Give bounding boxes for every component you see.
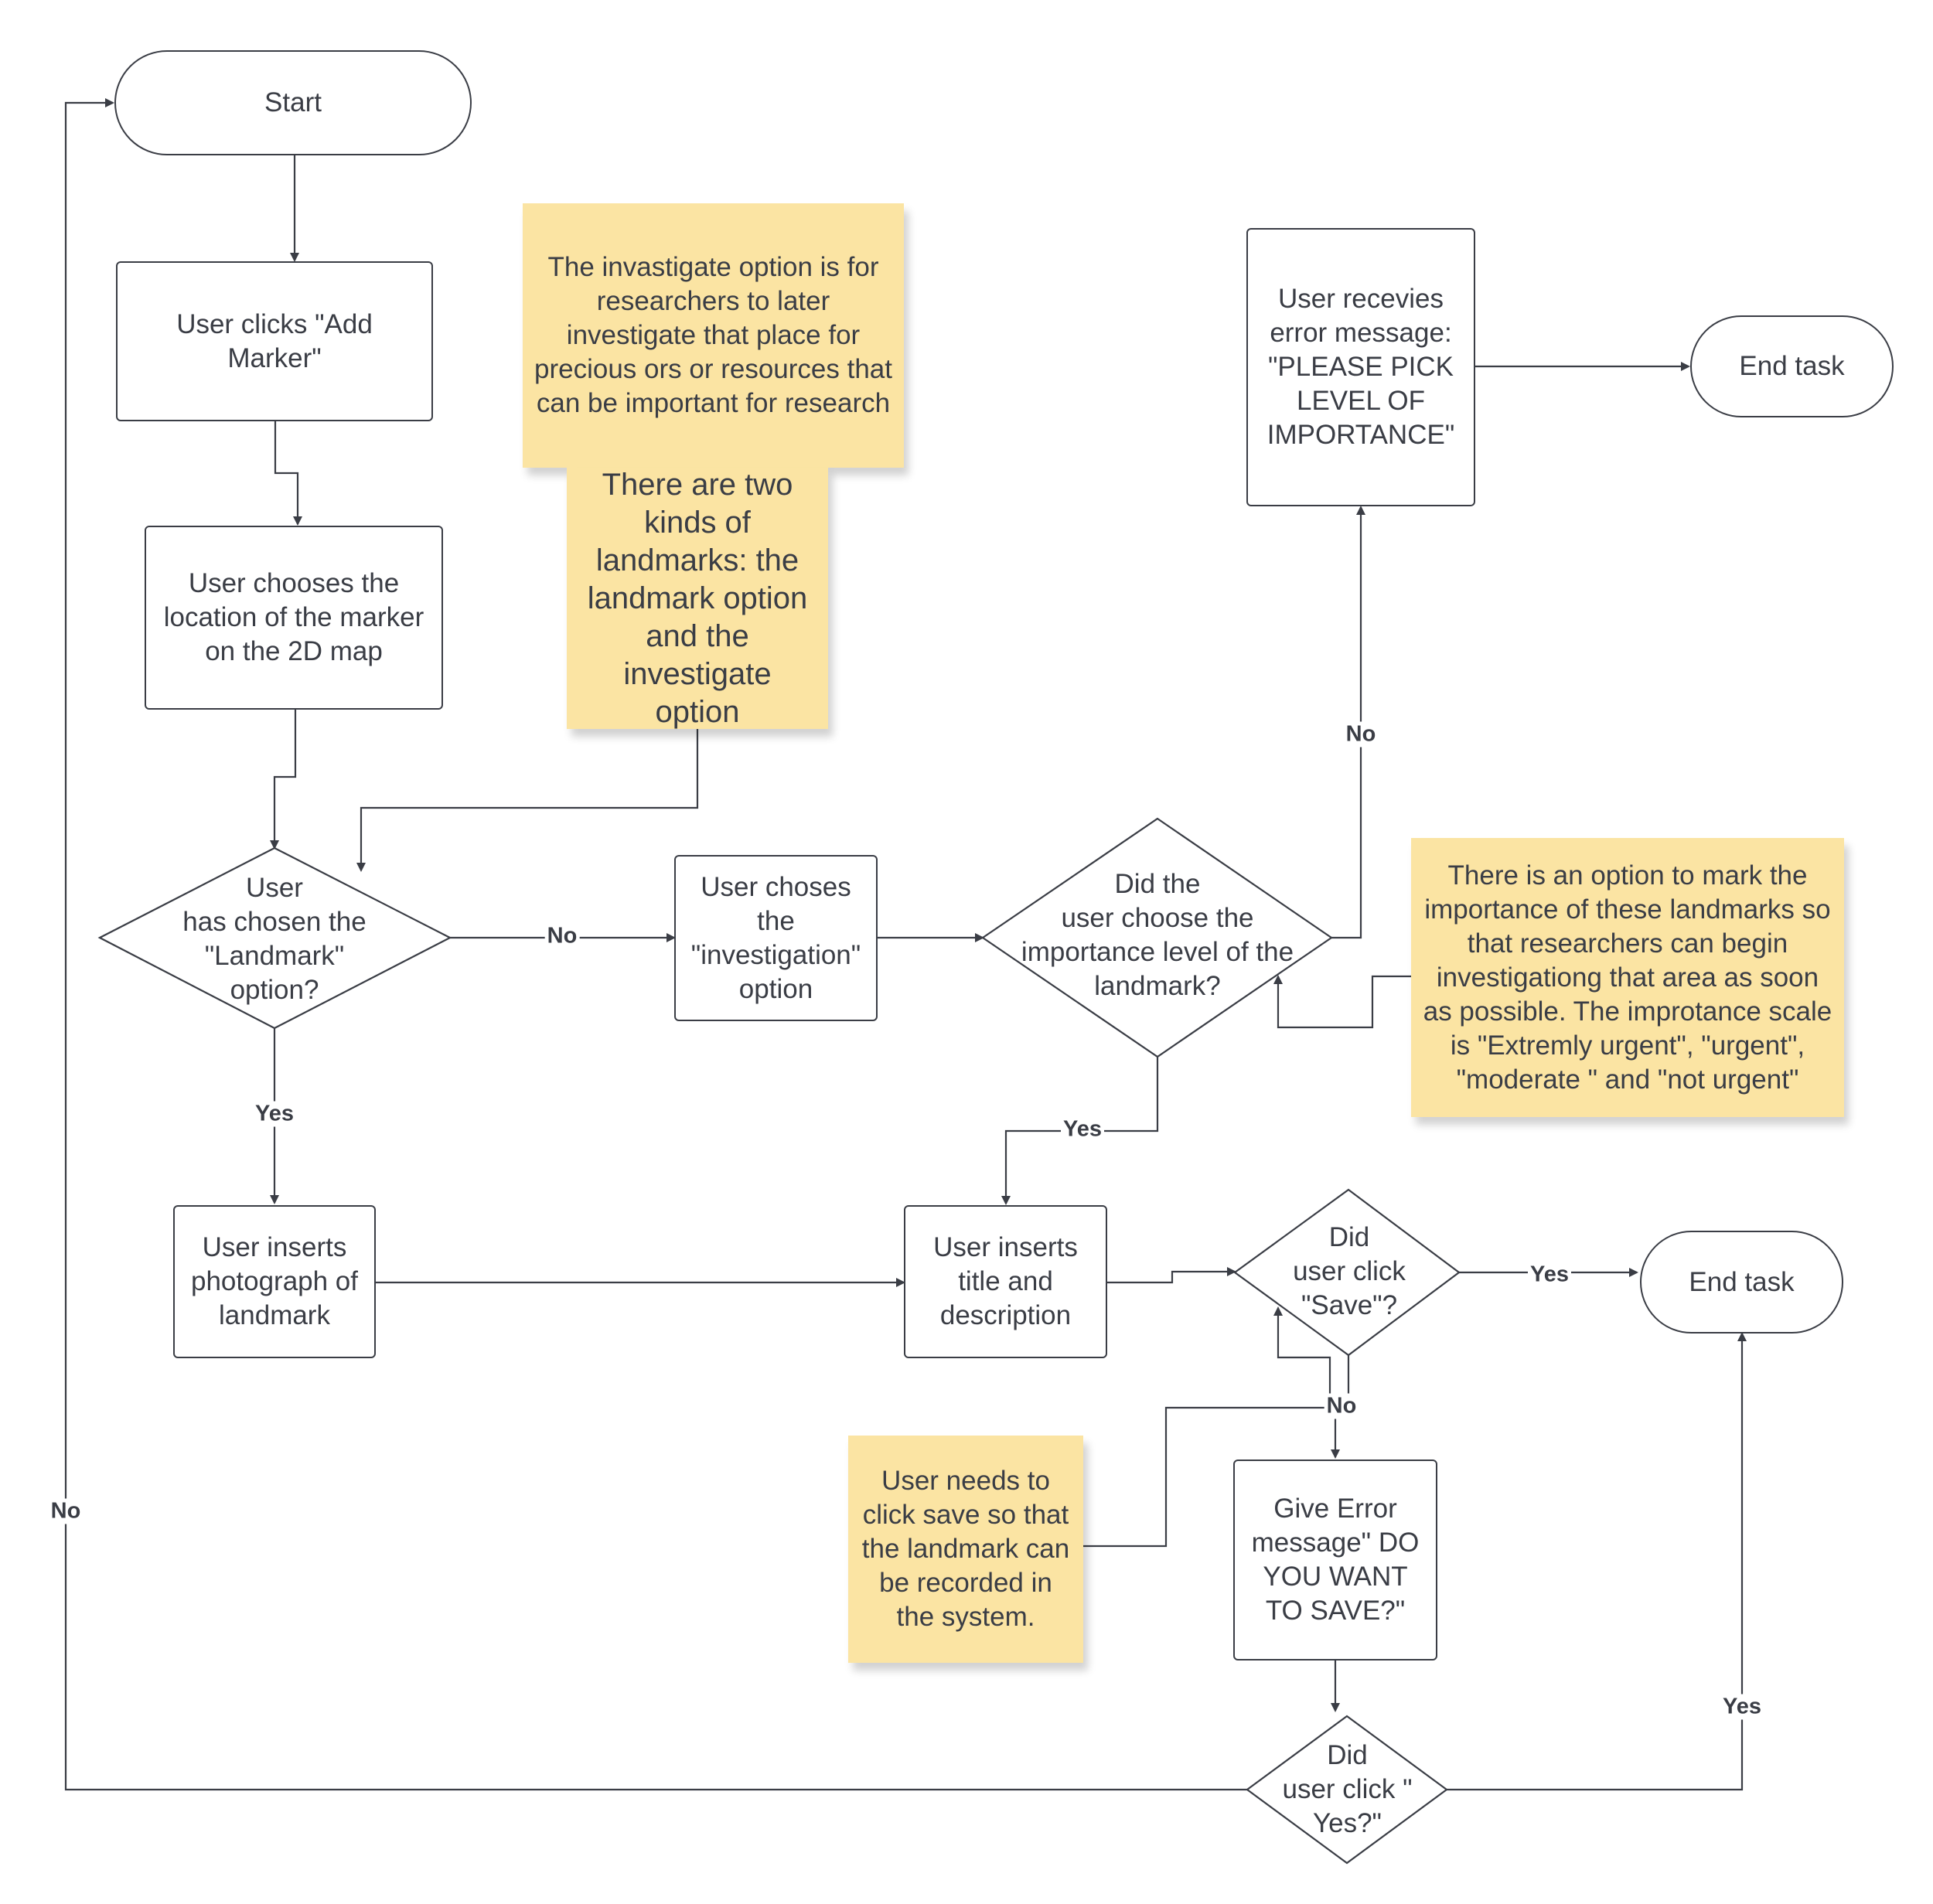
end-task-top: End task: [1690, 315, 1894, 417]
edge-note-to-importance: [1273, 975, 1411, 1029]
give-error-box: Give Error message" DO YOU WANT TO SAVE?…: [1233, 1460, 1437, 1660]
error-importance-box: User recevies error message: "PLEASE PIC…: [1246, 228, 1475, 506]
edge-add-marker-to-location: [274, 421, 302, 526]
edge-title-to-save: [1107, 1267, 1236, 1284]
yes-decision-shape: [1246, 1715, 1448, 1865]
start-terminator: Start: [114, 50, 472, 155]
landmark-decision-text: User has chosen the "Landmark" option?: [182, 873, 366, 1005]
edge-importance-no: [1331, 506, 1365, 939]
add-marker-box: User clicks "Add Marker": [116, 261, 433, 421]
insert-title-box: User inserts title and description: [904, 1205, 1107, 1358]
edge-label-landmark-yes: Yes: [253, 1101, 296, 1127]
end-task-bottom: End task: [1640, 1231, 1843, 1333]
note-importance-scale: There is an option to mark the importanc…: [1411, 838, 1844, 1117]
importance-decision-shape: [981, 817, 1333, 1058]
edge-final-yes: [1447, 1332, 1747, 1791]
note-save: User needs to click save so that the lan…: [848, 1436, 1083, 1663]
edge-label-final-yes: Yes: [1720, 1694, 1764, 1720]
edge-note-to-decision: [356, 729, 699, 872]
edge-label-save-yes: Yes: [1528, 1262, 1571, 1288]
save-decision-text: Did user click "Save"?: [1293, 1222, 1406, 1320]
edge-label-landmark-no: No: [544, 923, 580, 949]
edge-location-to-decision: [270, 710, 297, 850]
yes-decision-text: Did user click " Yes?": [1282, 1740, 1413, 1838]
importance-decision-text: Did the user choose the importance level…: [1021, 869, 1294, 1001]
edge-label-save-no: No: [1324, 1393, 1359, 1419]
landmark-decision-shape: [97, 846, 452, 1030]
insert-photo-box: User inserts photograph of landmark: [173, 1205, 376, 1358]
note-investigate-purpose: The invastigate option is for researcher…: [523, 203, 904, 468]
edge-label-importance-no: No: [1343, 721, 1379, 748]
investigation-option-box: User choses the "investigation" option: [674, 855, 878, 1021]
edge-label-importance-yes: Yes: [1061, 1116, 1104, 1143]
choose-location-box: User chooses the location of the marker …: [145, 526, 443, 710]
note-two-kinds: There are two kinds of landmarks: the la…: [567, 468, 828, 729]
save-decision-shape: [1233, 1188, 1461, 1357]
edge-label-final-no: No: [48, 1498, 84, 1524]
edge-final-no: [64, 98, 1247, 1791]
